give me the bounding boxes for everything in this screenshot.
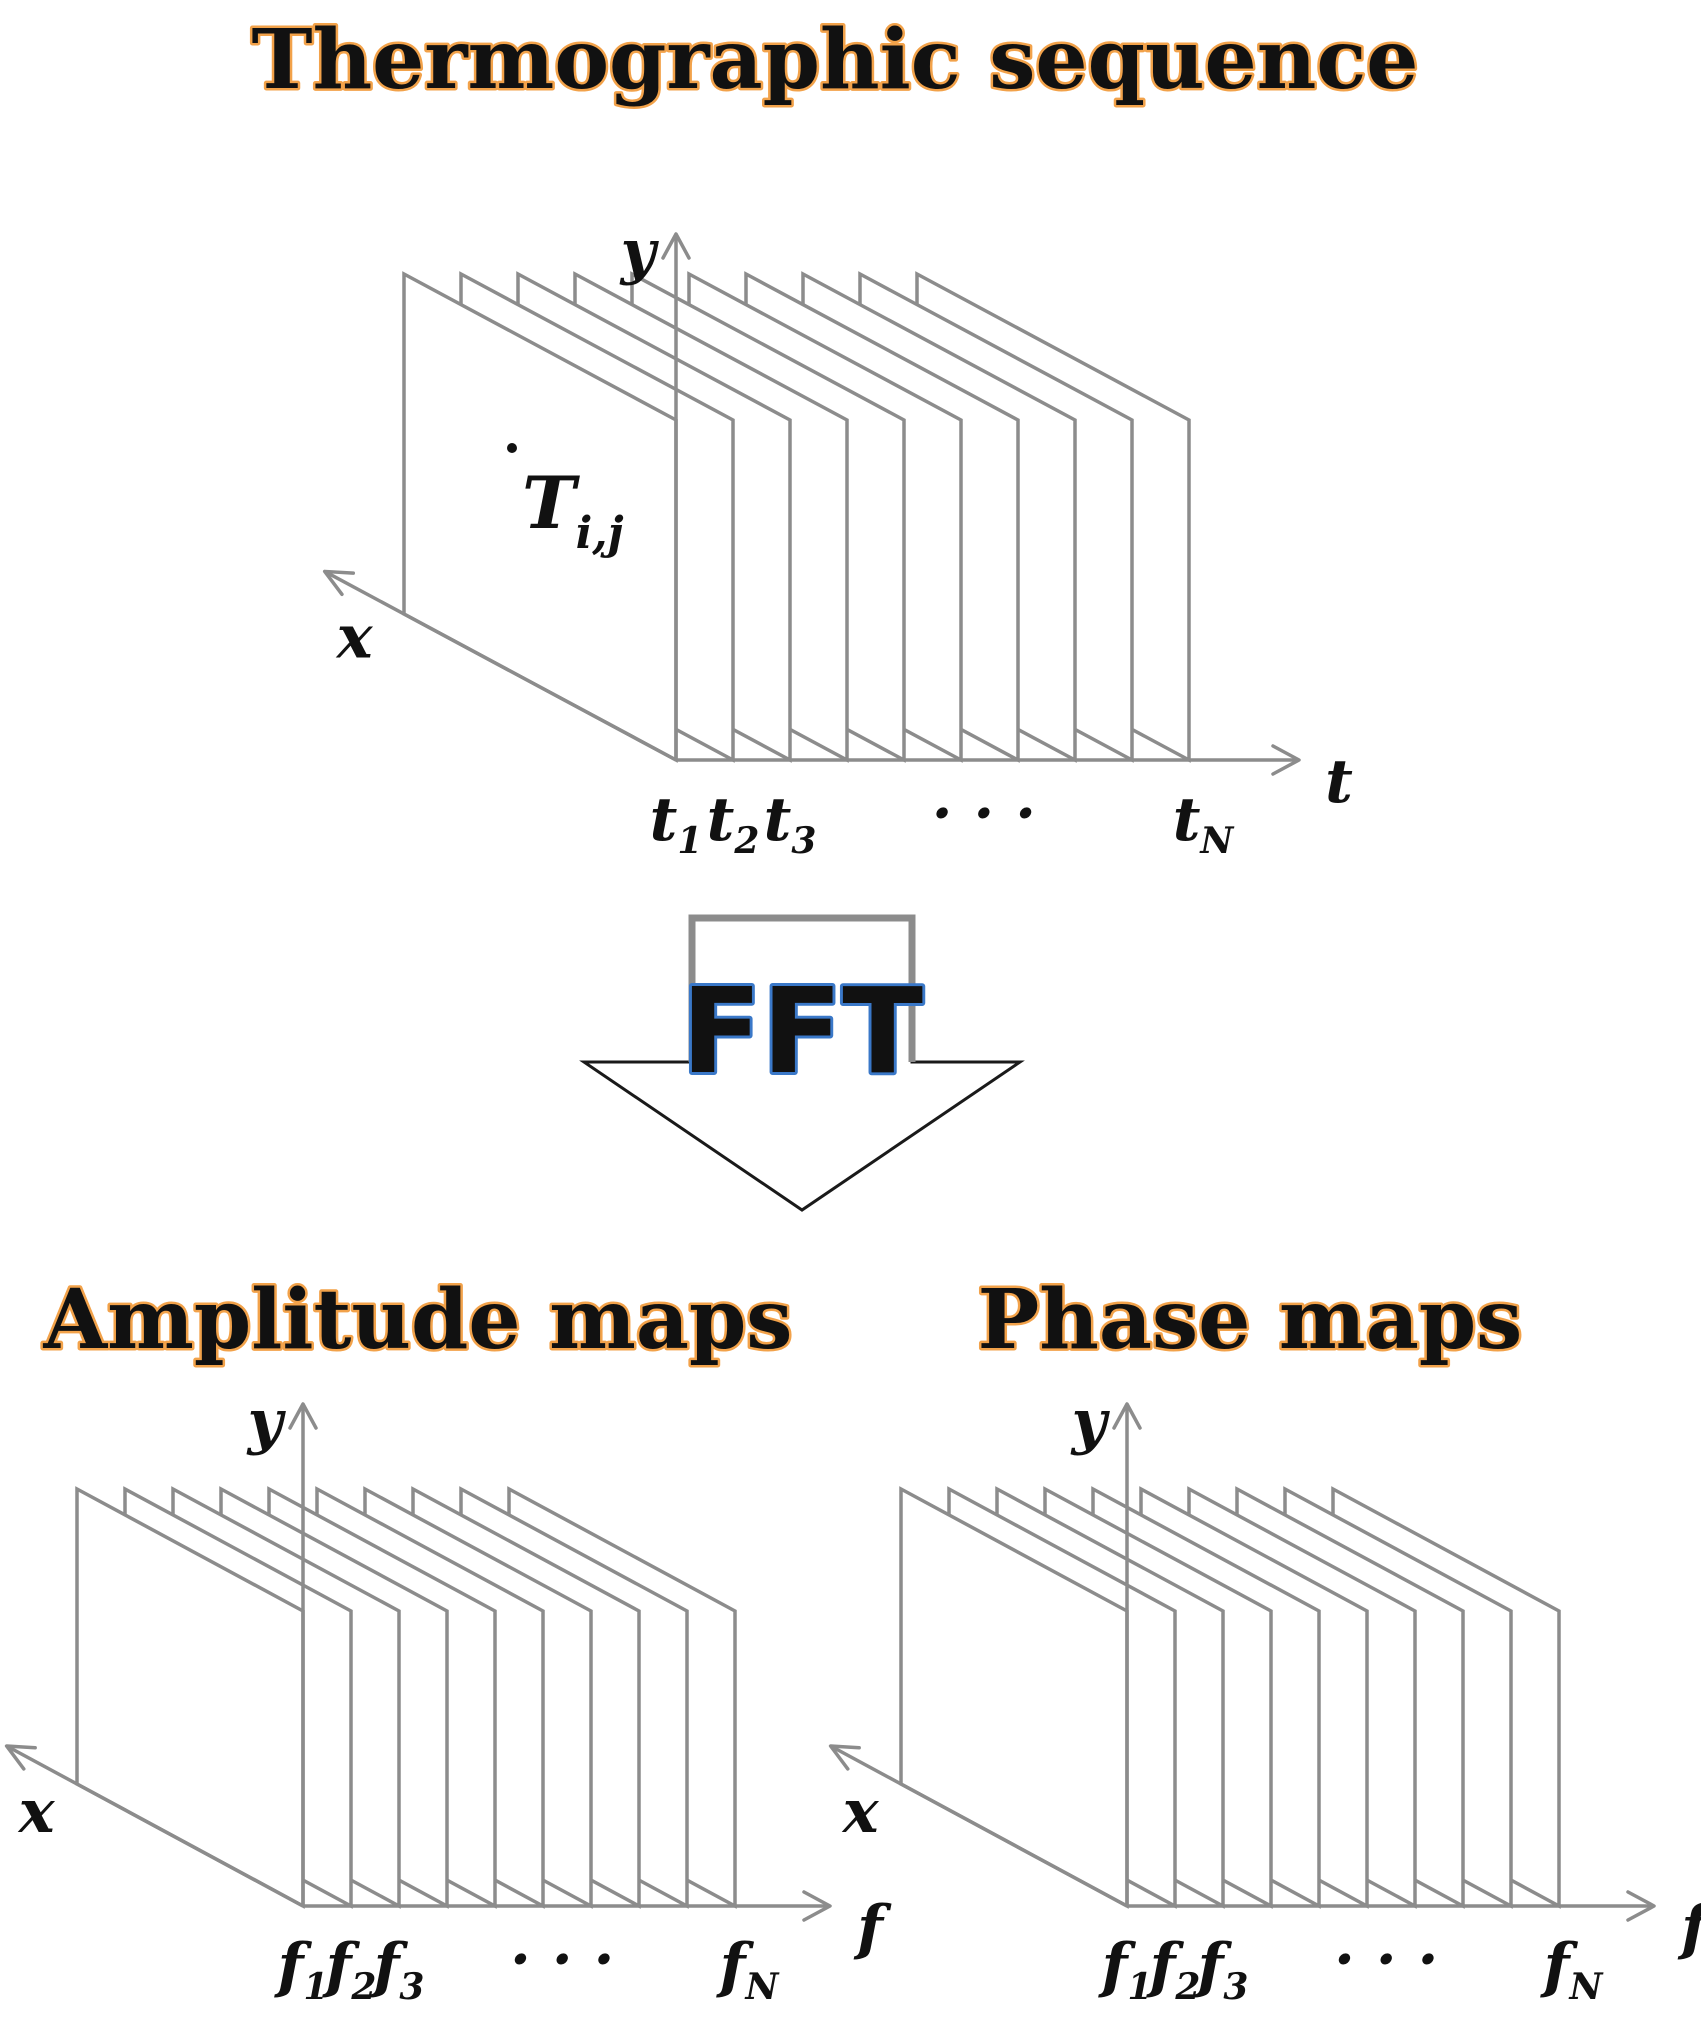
x-axis-arrow-icon — [322, 569, 356, 597]
pixel-marker: Ti,j — [507, 443, 624, 559]
x-axis-arrow-icon — [4, 1744, 37, 1771]
tick-label-1: f1 — [1098, 1931, 1153, 2008]
fft-label-outline: FFT — [681, 962, 923, 1100]
tick-label-N: tN — [1173, 785, 1236, 862]
phase-title-group: Phase maps Phase maps — [975, 1270, 1525, 1371]
pixel-label: Ti,j — [522, 460, 624, 559]
horizontal-axis-arrow-icon — [1271, 744, 1301, 776]
tick-label-1: f1 — [274, 1931, 329, 2008]
amplitude-title-outline: Amplitude maps — [43, 1272, 793, 1368]
tick-label-N: fN — [1540, 1931, 1605, 2008]
y-axis-arrow-icon — [288, 1402, 318, 1430]
tick-label-2: t2 — [707, 785, 760, 862]
phase-title: Phase maps — [978, 1272, 1523, 1368]
tick-label-2: f2 — [1146, 1931, 1201, 2008]
tick-label-3: f3 — [1194, 1931, 1249, 2008]
fft-label: FFT — [681, 962, 923, 1100]
x-axis-label: x — [841, 1777, 880, 1847]
sequence-title-outline: Thermographic sequence — [252, 12, 1419, 108]
pixel-dot — [507, 443, 517, 453]
phase-title-outline: Phase maps — [978, 1272, 1523, 1368]
horizontal-axis-arrow-icon — [802, 1890, 832, 1922]
horizontal-axis-label: f — [853, 1893, 892, 1963]
amplitude-title-group: Amplitude maps Amplitude maps — [40, 1270, 795, 1371]
tick-label-3: f3 — [370, 1931, 425, 2008]
horizontal-axis-arrow-icon — [1626, 1890, 1656, 1922]
pixel-label-sub: i,j — [576, 508, 624, 559]
x-axis-label: x — [17, 1777, 56, 1847]
tick-label-1: t1 — [650, 785, 703, 862]
ellipsis: · · · — [932, 779, 1036, 849]
y-axis-label: y — [619, 217, 660, 287]
amplitude-title: Amplitude maps — [43, 1272, 793, 1368]
x-axis-line — [5, 1744, 304, 1908]
y-axis-label: y — [246, 1387, 287, 1457]
horizontal-axis-label: f — [1677, 1893, 1701, 1963]
tick-label-3: t3 — [764, 785, 817, 862]
ellipsis: · · · — [510, 1925, 614, 1995]
fft-arrow-shaft-border — [688, 914, 916, 1062]
sequence-title: Thermographic sequence — [252, 12, 1419, 108]
x-axis-arrow-icon — [828, 1744, 861, 1771]
y-axis-arrow-icon — [661, 232, 691, 260]
ellipsis: · · · — [1334, 1925, 1438, 1995]
tick-label-2: f2 — [322, 1931, 377, 2008]
horizontal-axis-label: t — [1325, 747, 1353, 817]
tick-label-N: fN — [716, 1931, 781, 2008]
fft-arrow: FFT FFT — [579, 914, 1025, 1212]
pixel-label-base: T — [522, 460, 580, 545]
x-axis-label: x — [335, 602, 374, 672]
x-axis-line — [829, 1744, 1128, 1908]
y-axis-arrow-icon — [1112, 1402, 1142, 1430]
y-axis-label: y — [1070, 1387, 1111, 1457]
sequence-title-group: Thermographic sequence Thermographic seq… — [249, 10, 1421, 111]
x-axis-line — [323, 569, 677, 762]
